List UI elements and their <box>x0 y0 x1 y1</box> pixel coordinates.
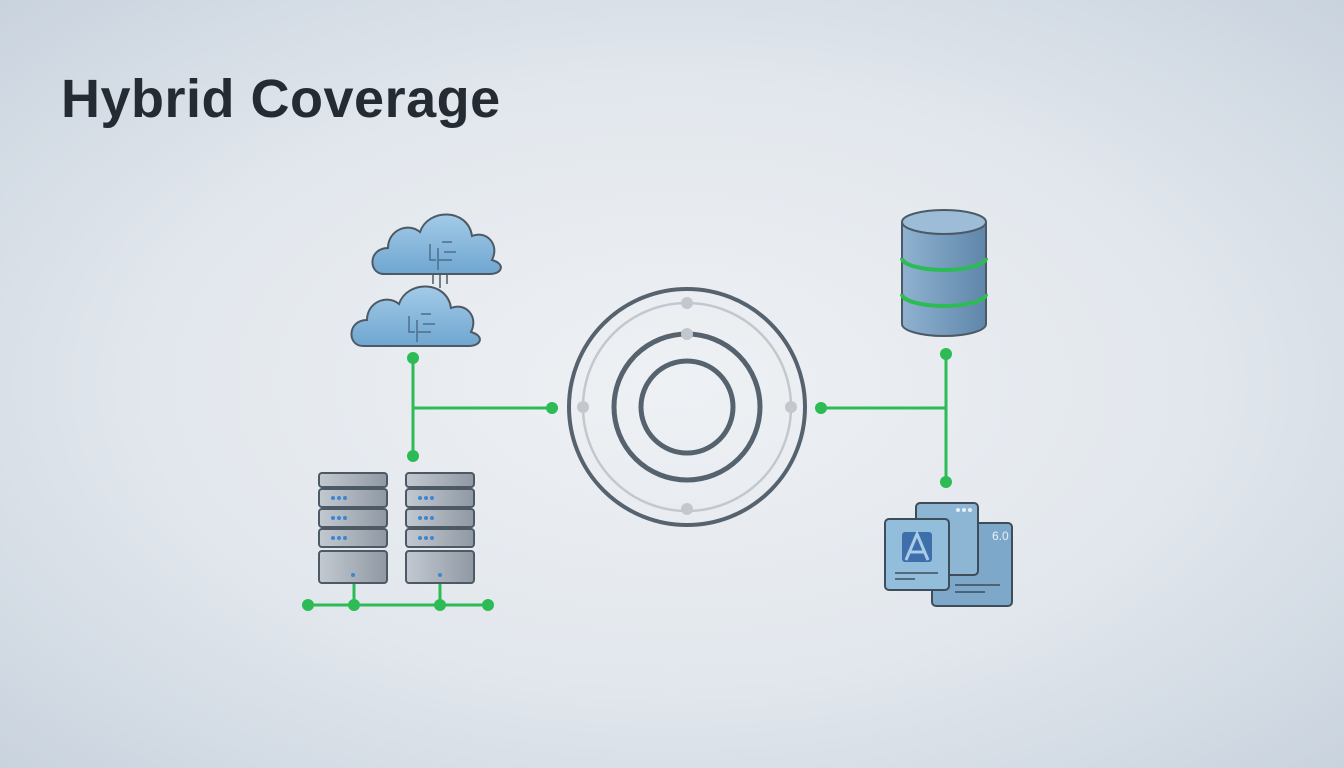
connector-lines <box>308 354 948 607</box>
page-title: Hybrid Coverage <box>61 69 501 129</box>
connector-dots <box>302 348 952 611</box>
concentric-rings-icon <box>567 287 807 527</box>
version-badge: 6.0 <box>992 529 1009 543</box>
server-rack-icon <box>318 472 475 584</box>
database-icon <box>900 209 988 337</box>
app-windows-icon: 6.0 <box>884 502 1013 607</box>
cloud-icon <box>350 213 502 347</box>
